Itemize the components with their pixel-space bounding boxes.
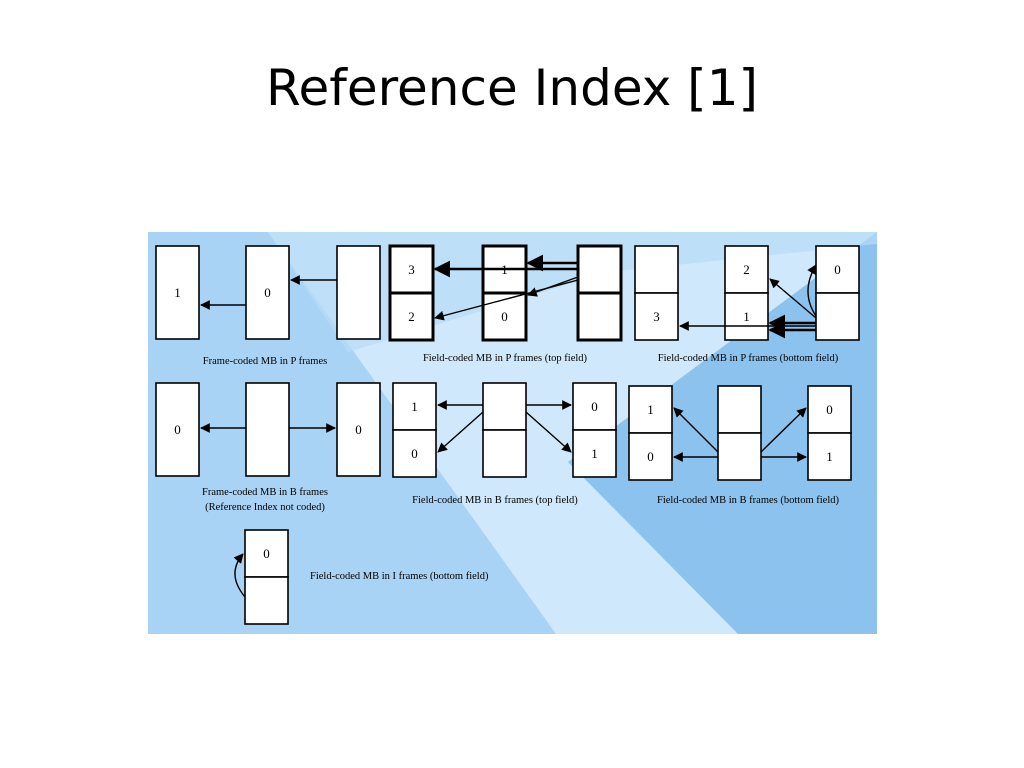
current-block xyxy=(245,382,290,477)
field-b-top-panel: 1 0 0 1 Field-coded MB in B frames (top … xyxy=(392,382,617,506)
ref-arrow xyxy=(233,553,246,598)
current-field-block xyxy=(717,432,762,481)
ref-arrow xyxy=(437,411,484,453)
ref-index-label: 1 xyxy=(174,285,181,300)
current-field-block xyxy=(576,244,623,295)
ref-index-label: 0 xyxy=(174,422,181,437)
ref-index-label: 1 xyxy=(411,399,418,414)
ref-arrow xyxy=(760,407,807,453)
ref-arrow xyxy=(769,278,817,319)
ref-index-label: 0 xyxy=(411,446,418,461)
panel-caption: Field-coded MB in P frames (bottom field… xyxy=(658,353,839,364)
ref-block xyxy=(245,245,290,340)
ref-field-block xyxy=(634,292,679,341)
ref-field-block xyxy=(724,292,769,341)
ref-field-block xyxy=(628,385,673,434)
current-field-block xyxy=(717,385,762,434)
ref-index-label: 0 xyxy=(264,285,271,300)
ref-field-block xyxy=(392,382,437,431)
ref-field-block xyxy=(807,385,852,434)
panel-caption: Field-coded MB in I frames (bottom field… xyxy=(310,571,489,582)
frame-p-panel: 1 0 Frame-coded MB in P frames xyxy=(155,245,381,367)
current-block xyxy=(336,245,381,340)
field-p-bottom-panel: 3 2 1 0 Field-coded MB in P frames (bott… xyxy=(634,245,860,364)
current-field-block xyxy=(244,576,289,625)
current-field-block xyxy=(482,429,527,478)
ref-field-block xyxy=(572,429,617,478)
current-field-block xyxy=(815,292,860,341)
reference-index-figure: 1 0 Frame-coded MB in P frames 3 2 1 0 F… xyxy=(148,232,877,634)
current-field-block xyxy=(815,245,860,294)
ref-block xyxy=(155,382,200,477)
ref-index-label: 1 xyxy=(826,449,833,464)
panel-caption: Field-coded MB in B frames (bottom field… xyxy=(657,495,839,506)
ref-index-label: 2 xyxy=(408,309,415,324)
ref-index-label: 0 xyxy=(501,309,508,324)
panel-caption: Frame-coded MB in B frames xyxy=(202,487,328,498)
ref-field-block xyxy=(481,291,528,342)
ref-index-label: 0 xyxy=(355,422,362,437)
current-field-block xyxy=(244,529,289,578)
ref-index-label: 0 xyxy=(263,546,270,561)
ref-block xyxy=(155,245,200,340)
current-field-block xyxy=(482,382,527,431)
ref-index-label: 3 xyxy=(653,309,660,324)
ref-index-label: 1 xyxy=(743,309,750,324)
panel-caption: (Reference Index not coded) xyxy=(205,502,325,513)
ref-index-label: 0 xyxy=(591,399,598,414)
ref-arrow xyxy=(807,264,817,317)
field-b-bottom-panel: 1 0 0 1 Field-coded MB in B frames (bott… xyxy=(628,385,852,506)
ref-field-block xyxy=(628,432,673,481)
ref-field-block xyxy=(724,245,769,294)
ref-arrow xyxy=(673,407,719,453)
reference-index-diagram: 1 0 Frame-coded MB in P frames 3 2 1 0 F… xyxy=(148,232,877,634)
ref-index-label: 0 xyxy=(826,402,833,417)
panel-caption: Field-coded MB in B frames (top field) xyxy=(412,495,578,506)
ref-index-label: 0 xyxy=(834,262,841,277)
current-field-block xyxy=(576,291,623,342)
ref-field-block xyxy=(572,382,617,431)
ref-block xyxy=(336,382,381,477)
field-i-bottom-panel: 0 Field-coded MB in I frames (bottom fie… xyxy=(233,529,489,625)
frame-b-panel: 0 0 Frame-coded MB in B frames (Referenc… xyxy=(155,382,381,513)
ref-index-label: 3 xyxy=(408,262,415,277)
field-p-top-panel: 3 2 1 0 Field-coded MB in P frames (top … xyxy=(388,244,623,364)
ref-arrow xyxy=(525,411,572,453)
ref-field-block xyxy=(388,291,435,342)
ref-field-block xyxy=(392,429,437,478)
ref-index-label: 1 xyxy=(647,402,654,417)
ref-field-block xyxy=(807,432,852,481)
panel-caption: Frame-coded MB in P frames xyxy=(203,356,327,367)
ref-index-label: 0 xyxy=(647,449,654,464)
ref-arrow xyxy=(434,279,579,321)
ref-index-label: 2 xyxy=(743,262,750,277)
ref-index-label: 1 xyxy=(591,446,598,461)
slide-title: Reference Index [1] xyxy=(265,59,759,117)
ref-field-block xyxy=(634,245,679,294)
panel-caption: Field-coded MB in P frames (top field) xyxy=(423,353,588,364)
